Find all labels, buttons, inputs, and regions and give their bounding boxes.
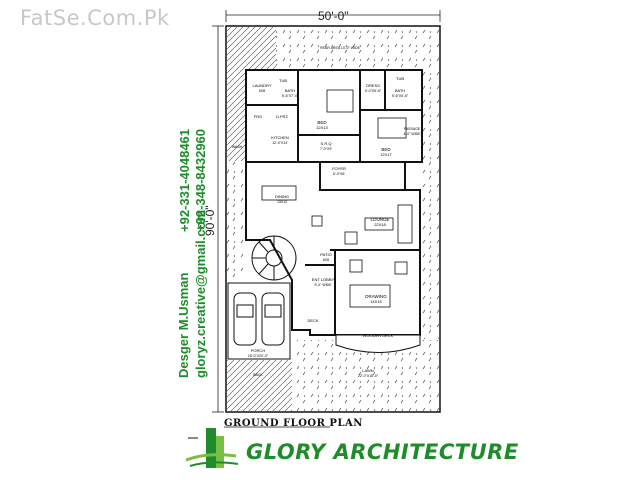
label-patio: PATIO (320, 252, 331, 257)
right-lawn (422, 69, 439, 339)
label-laundry-size: 5X8 (259, 89, 265, 93)
label-laundry: LAUNDRY (252, 83, 271, 88)
porch-cars (227, 282, 291, 360)
side-lawn (227, 160, 245, 280)
label-porch-size: 18'-0"X20'-0" (248, 354, 269, 358)
label-drawing-size: 14X15 (370, 299, 382, 304)
watermark: FatSe.Com.Pk (20, 6, 170, 30)
wooden-deck-shape (335, 334, 421, 353)
spiral-stair (251, 235, 297, 281)
dimension-lines (212, 10, 441, 413)
brand-name: GLORY ARCHITECTURE (246, 440, 519, 464)
label-dress-size: 5'-0"X5'-6" (365, 89, 382, 93)
label-dress: DRESS (366, 83, 380, 88)
label-foyer-size: 6'-0"X6' (333, 172, 345, 176)
label-lounge: LOUNGE (370, 217, 389, 222)
label-kitchen-size: 12'-0"X14' (272, 141, 288, 145)
label-passage: PASSAGE (404, 127, 421, 131)
label-passage-size: 4'-0" WIDE (403, 132, 421, 136)
label-kitchen: KITCHEN (271, 135, 289, 140)
label-bath-1: BATH (285, 88, 295, 93)
label-tub-1: TUB (279, 78, 287, 83)
label-bath-1-size: 5'-6"X7'-0" (282, 94, 299, 98)
label-drawing: DRAWING (365, 294, 387, 299)
label-dfrz: D.FRZ (276, 114, 288, 119)
label-wooden-deck: WOODEN DECK (363, 333, 394, 338)
label-dining-size: 13X12 (277, 200, 287, 204)
label-wash: WASH (232, 145, 243, 149)
label-bed-1: BED (317, 120, 327, 125)
label-bed-2-size: 12X17 (380, 152, 392, 157)
label-ent-lobby: ENT LOBBY (312, 277, 335, 282)
label-porch: PORCH (251, 348, 266, 353)
label-frg: FRG (254, 114, 262, 119)
front-hatch (227, 360, 292, 411)
label-srq: S.R.Q (321, 141, 332, 146)
label-dining: DINING (275, 194, 289, 199)
label-patio-size: 8X8 (323, 258, 329, 262)
label-back: BACK (253, 373, 263, 377)
furniture (261, 89, 413, 308)
label-foyer: FOYER (332, 166, 346, 171)
label-bath-2: BATH (395, 88, 405, 93)
label-bath-2-size: 5'-6"X5'-6" (392, 94, 409, 98)
label-bed-2: BED (381, 147, 391, 152)
side-passage-hatch-2 (227, 69, 245, 161)
rear-lawn (276, 27, 439, 69)
label-bed-1-size: 12X13 (316, 125, 328, 130)
label-rear-area: REAR AREA 10'-0" WIDE (320, 46, 361, 50)
label-ent-lobby-size: 5'-0" WIDE (314, 283, 332, 287)
label-lounge-size: 22X18 (374, 222, 386, 227)
label-lawn: LAWN (362, 368, 374, 373)
label-tub-2: TUB (396, 76, 404, 81)
label-lawn-size: 22'-0"X15'-0" (358, 374, 379, 378)
side-passage-hatch (227, 27, 276, 69)
plan-title: GROUND FLOOR PLAN (224, 418, 363, 429)
glory-logo (185, 428, 239, 468)
label-deck: DECK (307, 318, 318, 323)
width-dimension: 50'-0" (318, 9, 349, 23)
label-srq-size: 7'-0"X9' (320, 147, 332, 151)
